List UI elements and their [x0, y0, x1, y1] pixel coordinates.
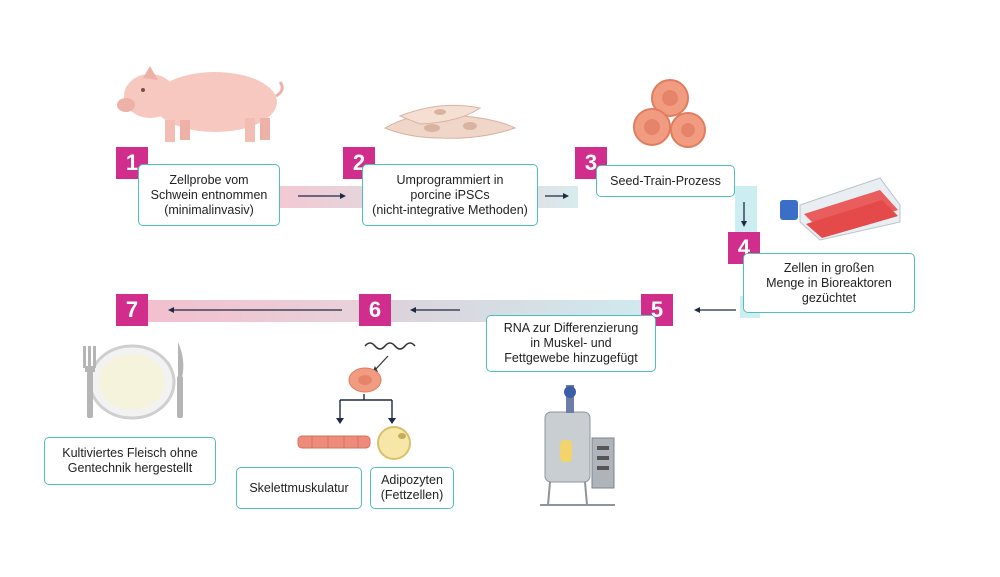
muscle-fiber-icon — [297, 435, 371, 449]
pig-icon — [117, 66, 284, 142]
step-3-box: Seed-Train-Prozess — [596, 165, 735, 197]
flow-band-1-2 — [280, 186, 365, 208]
bioreactor-icon — [540, 385, 615, 506]
rna-strand-icon — [364, 342, 416, 350]
round-cells-icon — [633, 79, 706, 148]
muscle-output-box: Skelettmuskulatur — [236, 467, 362, 509]
step-6-badge: 6 — [359, 294, 391, 326]
fat-output-box: Adipozyten (Fettzellen) — [370, 467, 454, 509]
step-4-box: Zellen in großen Menge in Bioreaktoren g… — [743, 253, 915, 313]
arrowhead-muscle — [336, 418, 344, 424]
arrowhead-fat — [388, 418, 396, 424]
fibroblast-cells-icon — [383, 104, 517, 139]
culture-flask-icon — [780, 177, 901, 241]
step-2-box: Umprogrammiert in porcine iPSCs (nicht-i… — [362, 164, 538, 226]
branch-lines — [339, 394, 393, 420]
flow-band-6-7 — [148, 300, 360, 322]
flow-arrows — [168, 193, 747, 313]
plate-cutlery-icon — [83, 342, 184, 420]
cell-icon — [348, 367, 382, 393]
step-2-badge: 2 — [343, 147, 375, 179]
step-7-box: Kultiviertes Fleisch ohne Gentechnik her… — [44, 437, 216, 485]
step-5-box: RNA zur Differenzierung in Muskel- und F… — [486, 315, 656, 372]
flow-band-2-3 — [538, 186, 578, 208]
step-7-badge: 7 — [116, 294, 148, 326]
rna-arrow — [374, 355, 389, 371]
step-1-box: Zellprobe vom Schwein entnommen (minimal… — [138, 164, 280, 226]
fat-cell-icon — [377, 426, 411, 460]
